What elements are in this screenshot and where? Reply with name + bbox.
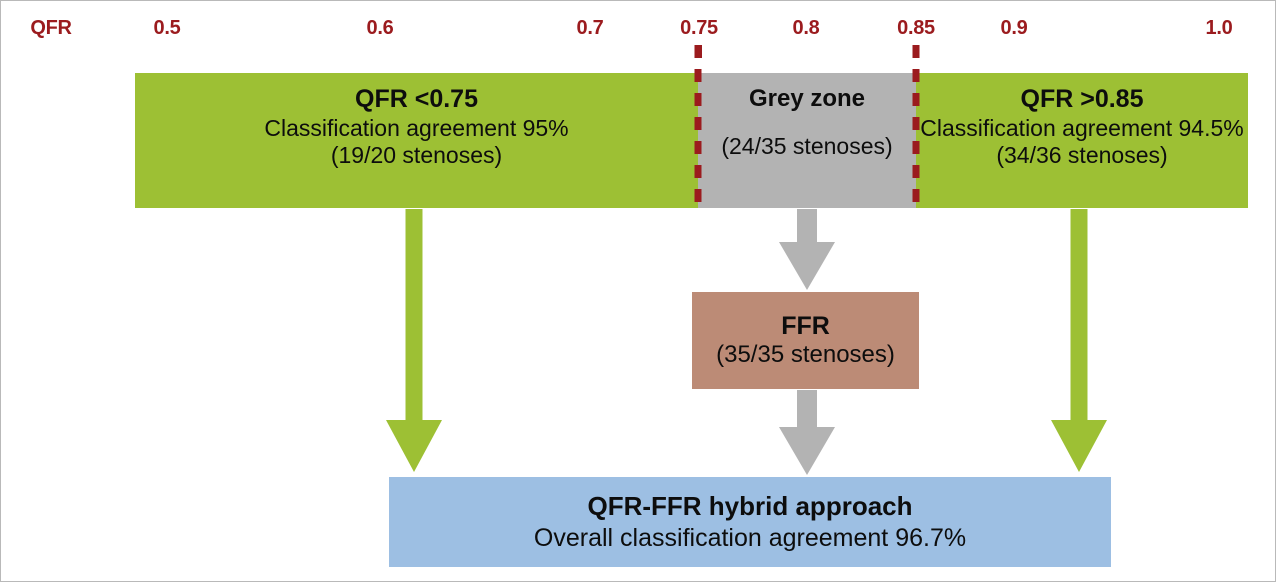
ffr-result-box-line: (35/35 stenoses) [716,341,895,369]
arrow-ffr-to-hybrid [779,390,835,475]
band-qfr-above-0-85-line: (34/36 stenoses) [996,141,1168,168]
arrow-grey-zone-to-ffr-shaft [797,209,817,242]
arrow-grey-zone-to-ffr [779,209,835,290]
axis-label-0-75: 0.75 [680,17,718,39]
arrow-qfr-high-to-hybrid [1051,209,1107,472]
band-qfr-below-0-75-line: (19/20 stenoses) [330,141,503,168]
arrow-qfr-high-to-hybrid-head [1051,420,1107,472]
boundary-0-75 [694,45,702,208]
axis-label-0-6: 0.6 [366,17,394,39]
band-qfr-below-0-75-line: Classification agreement 95% [264,114,569,141]
ffr-result-box: FFR(35/35 stenoses) [692,292,919,389]
arrow-qfr-low-to-hybrid-head [386,420,442,472]
arrow-ffr-to-hybrid-shaft [797,390,817,427]
band-grey-zone-title: Grey zone [748,85,866,112]
axis-label-0-7: 0.7 [576,17,604,39]
arrow-grey-zone-to-ffr-head [779,242,835,290]
axis-label-1-0: 1.0 [1205,17,1233,39]
hybrid-approach-box-line: Overall classification agreement 96.7% [533,523,967,552]
axis-label-0-8: 0.8 [792,17,820,39]
boundary-0-85 [912,45,920,208]
arrow-qfr-low-to-hybrid-shaft [405,209,423,420]
arrow-qfr-high-to-hybrid-shaft [1070,209,1088,420]
axis-label-0-85: 0.85 [897,17,935,39]
band-grey-zone: Grey zone (24/35 stenoses) [698,73,916,208]
arrow-qfr-low-to-hybrid [386,209,442,472]
band-grey-zone-line: (24/35 stenoses) [721,133,893,160]
band-qfr-below-0-75-title: QFR <0.75 [355,85,478,113]
axis-label-0-9: 0.9 [1000,17,1028,39]
hybrid-approach-box-title: QFR-FFR hybrid approach [587,491,913,522]
band-qfr-above-0-85-title: QFR >0.85 [1020,85,1144,113]
arrow-ffr-to-hybrid-head [779,427,835,475]
band-qfr-above-0-85-line: Classification agreement 94.5% [920,114,1244,141]
axis-label-qfr: QFR [30,17,72,39]
ffr-result-box-title: FFR [781,312,830,341]
axis-label-0-5: 0.5 [153,17,181,39]
